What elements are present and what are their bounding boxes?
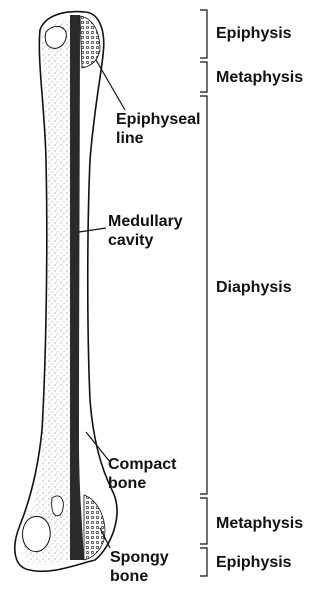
label-spongy-bone: Spongy bone (110, 548, 169, 586)
label-medullary-cavity: Medullary cavity (108, 212, 183, 250)
bracket-epiphysis-bottom (200, 548, 207, 576)
cavity-hatching (72, 120, 78, 440)
condyle-detail (23, 516, 51, 551)
label-epiphyseal-line-text-2: line (116, 129, 200, 148)
compact-bone-texture (25, 20, 70, 565)
region-epiphysis-bottom: Epiphysis (216, 553, 292, 572)
label-epiphyseal-line-text-1: Epiphyseal (116, 110, 200, 129)
label-medullary-cavity-text-2: cavity (108, 231, 183, 250)
label-compact-bone-text-1: Compact (108, 455, 176, 474)
region-epiphysis-top: Epiphysis (216, 24, 292, 43)
region-metaphysis-bottom: Metaphysis (216, 514, 303, 533)
label-epiphyseal-line: Epiphyseal line (116, 110, 200, 148)
region-metaphysis-top: Metaphysis (216, 68, 303, 87)
label-spongy-bone-text-2: bone (110, 567, 169, 586)
condyle-detail-2 (52, 496, 64, 516)
label-medullary-cavity-text-1: Medullary (108, 212, 183, 231)
label-compact-bone: Compact bone (108, 455, 176, 493)
bracket-metaphysis-bottom (200, 498, 207, 544)
bracket-metaphysis-top (200, 62, 207, 92)
label-spongy-bone-text-1: Spongy (110, 548, 169, 567)
bracket-epiphysis-top (200, 10, 207, 58)
label-compact-bone-text-2: bone (108, 474, 176, 493)
leader-epiphyseal-line (96, 60, 125, 110)
bracket-diaphysis (200, 96, 207, 494)
region-diaphysis: Diaphysis (216, 278, 292, 297)
